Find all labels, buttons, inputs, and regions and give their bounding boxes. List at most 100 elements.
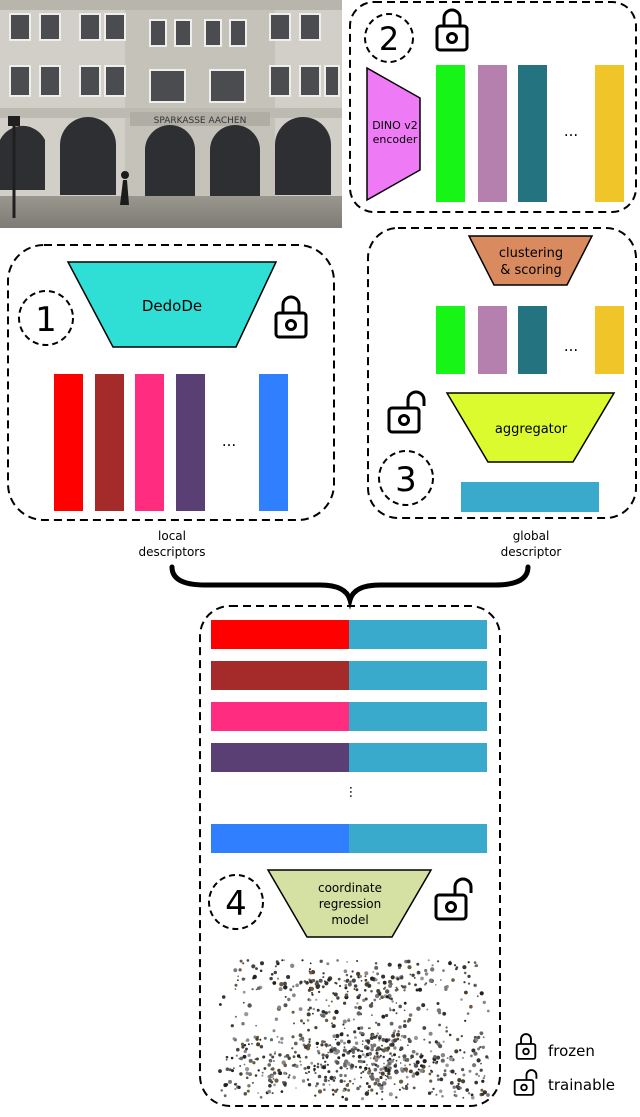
- point-cloud-dot: [276, 977, 280, 980]
- point-cloud-dot: [465, 1088, 470, 1092]
- dedode-encoder-label: DedoDe: [142, 297, 202, 315]
- point-cloud-dot: [301, 1039, 305, 1042]
- point-cloud-dot: [342, 1048, 347, 1053]
- point-cloud-dot: [475, 1072, 479, 1076]
- point-cloud-dot: [471, 1048, 476, 1053]
- point-cloud-dot: [436, 1060, 439, 1063]
- local-descriptors-label-line1: local: [158, 529, 186, 543]
- merge-brace: [169, 564, 531, 610]
- panel-1-number: 1: [35, 300, 57, 340]
- point-cloud-dot: [324, 1064, 327, 1067]
- point-cloud-dot: [271, 1067, 275, 1071]
- point-cloud-dot: [279, 982, 284, 987]
- point-cloud-dot: [347, 982, 352, 987]
- point-cloud-dot: [259, 969, 263, 973]
- point-cloud-dot: [306, 1019, 310, 1022]
- point-cloud-dot: [477, 1047, 481, 1051]
- point-cloud-dot: [346, 990, 349, 993]
- point-cloud-dot: [479, 991, 484, 996]
- point-cloud-dot: [398, 1088, 401, 1091]
- clustering-label-line1: clustering: [499, 246, 563, 261]
- point-cloud-dot: [467, 1092, 471, 1095]
- point-cloud-dot: [395, 1096, 398, 1099]
- point-cloud-dot: [302, 1022, 305, 1025]
- point-cloud-dot: [291, 1035, 295, 1039]
- point-cloud-dot: [344, 993, 349, 997]
- point-cloud-dot: [329, 1044, 332, 1047]
- point-cloud-dot: [320, 1063, 323, 1066]
- dino-feature-bar-4: [595, 65, 624, 202]
- local-descriptor-bar-1: [54, 374, 83, 511]
- row-3-global-part: [349, 702, 487, 731]
- point-cloud-dot: [275, 960, 279, 964]
- point-cloud-dot: [407, 1044, 409, 1046]
- dino-encoder-shape: [366, 66, 421, 202]
- point-cloud-dot: [257, 986, 261, 990]
- point-cloud-dot: [443, 1069, 447, 1072]
- point-cloud-dot: [320, 1043, 324, 1047]
- point-cloud-dot: [428, 978, 433, 983]
- point-cloud-dot: [274, 1078, 279, 1083]
- point-cloud-dot: [374, 978, 378, 982]
- point-cloud-dot: [307, 1028, 310, 1032]
- point-cloud-dot: [332, 1093, 335, 1096]
- point-cloud-dot: [236, 1047, 240, 1052]
- point-cloud-dot: [479, 1031, 484, 1036]
- point-cloud-dot: [368, 1067, 371, 1070]
- point-cloud-dot: [366, 1047, 369, 1050]
- point-cloud-dot: [242, 962, 245, 965]
- point-cloud-dot: [283, 1055, 287, 1059]
- point-cloud-dot: [246, 1038, 250, 1042]
- point-cloud-dot: [398, 1055, 401, 1059]
- point-cloud-dot: [307, 988, 311, 992]
- point-cloud-dot: [268, 1058, 273, 1063]
- point-cloud-dot: [316, 1062, 320, 1066]
- point-cloud-dot: [428, 1072, 432, 1076]
- point-cloud-dot: [294, 1050, 297, 1054]
- point-cloud-dot: [315, 998, 318, 1001]
- point-cloud-dot: [259, 1045, 264, 1049]
- point-cloud-dot: [240, 1042, 245, 1046]
- point-cloud-dot: [290, 963, 295, 968]
- coordinate-regression-shape: [266, 869, 433, 938]
- point-cloud-dot: [367, 1089, 370, 1092]
- point-cloud-dot: [354, 1006, 358, 1009]
- point-cloud-dot: [404, 1086, 409, 1091]
- point-cloud-dot: [308, 1040, 311, 1043]
- row-1-global-part: [349, 620, 487, 649]
- point-cloud-dot: [325, 1056, 329, 1059]
- point-cloud-dot: [251, 1043, 253, 1045]
- point-cloud-dot: [254, 1058, 257, 1061]
- point-cloud-dot: [396, 1032, 401, 1037]
- point-cloud-dot: [467, 974, 471, 979]
- point-cloud-dot: [273, 970, 277, 975]
- point-cloud-dot: [322, 1083, 326, 1086]
- point-cloud-dot: [345, 979, 349, 983]
- point-cloud-dot: [331, 1088, 335, 1092]
- point-cloud-dot: [357, 1005, 362, 1010]
- point-cloud-dot: [429, 1079, 433, 1083]
- point-cloud-dot: [377, 1022, 381, 1027]
- point-cloud-dot: [426, 1008, 429, 1011]
- point-cloud-dot: [255, 967, 258, 970]
- point-cloud-dot: [380, 995, 384, 999]
- point-cloud-dot: [327, 1070, 331, 1074]
- point-cloud-dot: [387, 1069, 391, 1073]
- point-cloud-dot: [381, 1090, 384, 1093]
- point-cloud-dot: [386, 1059, 389, 1062]
- point-cloud-dot: [399, 1039, 402, 1041]
- point-cloud-dot: [389, 1052, 392, 1055]
- point-cloud-dot: [349, 980, 352, 984]
- point-cloud-dot: [454, 1094, 458, 1098]
- point-cloud-dot: [246, 959, 250, 962]
- point-cloud-dot: [416, 962, 420, 966]
- point-cloud-dot: [361, 1043, 364, 1046]
- point-cloud-dot: [475, 964, 478, 968]
- point-cloud-dot: [400, 1067, 403, 1070]
- point-cloud-dot: [404, 959, 408, 964]
- point-cloud-dot: [423, 1038, 426, 1041]
- point-cloud-dot: [448, 1033, 452, 1037]
- point-cloud-dot: [322, 1056, 325, 1060]
- point-cloud-dot: [283, 1071, 287, 1075]
- point-cloud-dot: [292, 993, 296, 998]
